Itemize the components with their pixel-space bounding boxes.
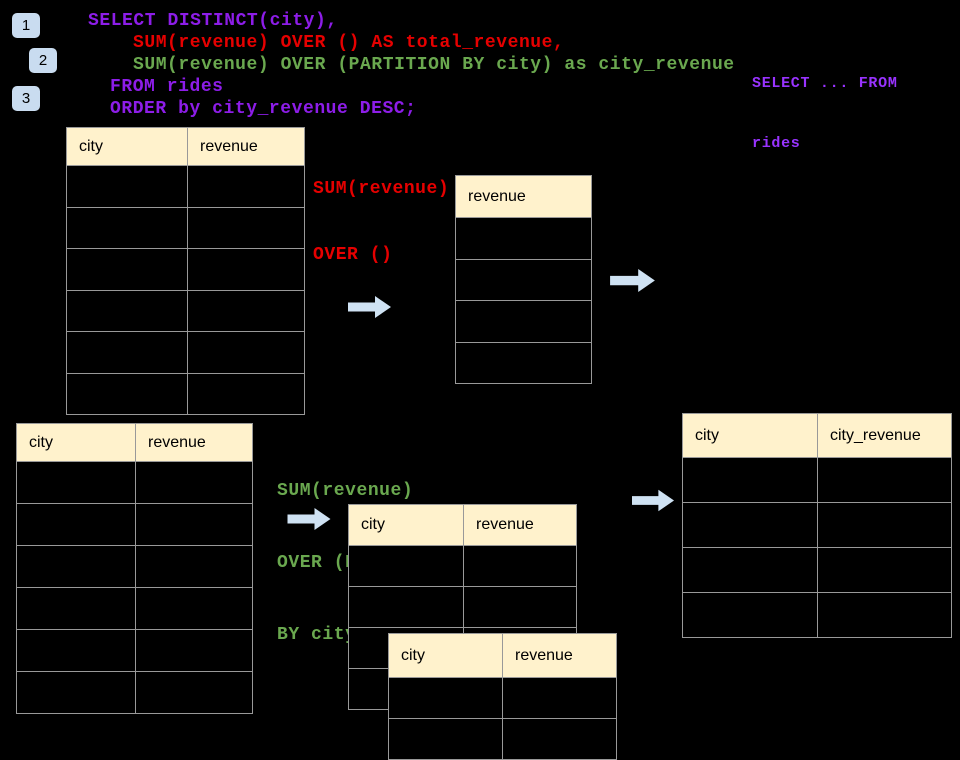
sql-code-line-5: ORDER by city_revenue DESC; [110,99,417,119]
header-cell-city: city [67,128,188,166]
side-note-line-2: rides [752,135,801,152]
header-cell-revenue: revenue [136,424,253,462]
empty-cell [683,503,818,548]
empty-cell [136,630,253,672]
table-total-revenue: revenue [455,175,592,384]
empty-cell [818,593,952,638]
empty-cell [17,630,136,672]
empty-cell [188,166,305,208]
header-cell-city: city [389,634,503,678]
side-note: SELECT ... FROM rides [752,34,898,174]
empty-cell [17,462,136,504]
empty-cell [188,249,305,291]
empty-cell [188,207,305,249]
table-city-revenue-result: city city_revenue [682,413,952,638]
arrow-total-out-icon [610,269,655,292]
arrow-source-to-partition-icon [287,508,331,530]
empty-cell [67,166,188,208]
header-label: revenue [476,516,534,533]
annotation-line: OVER () [313,245,393,265]
table-source-rides-2: city revenue [16,423,253,714]
empty-cell [67,249,188,291]
header-label: city [79,137,103,155]
empty-cell [503,678,617,719]
empty-cell [456,259,592,301]
empty-cell [67,373,188,415]
empty-cell [17,504,136,546]
header-cell-city: city [349,505,464,546]
empty-cell [456,301,592,343]
step-badge-1: 1 [12,13,40,38]
empty-cell [136,588,253,630]
empty-cell [456,218,592,260]
header-cell-revenue: revenue [456,176,592,218]
empty-cell [17,672,136,714]
header-cell-city: city [683,414,818,458]
step-badge-2: 2 [29,48,57,73]
header-label: revenue [468,187,526,205]
empty-cell [818,458,952,503]
side-note-line-1: SELECT ... FROM [752,75,898,92]
table-source-rides: city revenue [66,127,305,415]
annotation-line: SUM(revenue) [313,179,450,199]
annotation-total-revenue: SUM(revenue) OVER () [313,134,449,288]
empty-cell [464,546,577,587]
empty-cell [136,462,253,504]
empty-cell [136,672,253,714]
header-label: city_revenue [830,426,921,444]
header-label: city [401,646,425,664]
arrow-partition-to-result-icon [632,489,675,512]
arrow-source-to-total-icon [348,296,391,318]
table-partition-overlay: city revenue [388,633,617,760]
empty-cell [188,332,305,374]
sql-code-line-2: SUM(revenue) OVER () AS total_revenue, [133,33,565,53]
empty-cell [389,719,503,760]
empty-cell [456,342,592,384]
empty-cell [136,504,253,546]
header-label: city [695,426,719,444]
empty-cell [67,290,188,332]
annotation-line: SUM(revenue) [277,481,414,501]
header-cell-revenue: revenue [503,634,617,678]
empty-cell [17,588,136,630]
empty-cell [464,587,577,628]
header-cell-revenue: revenue [188,128,305,166]
header-cell-city-revenue: city_revenue [818,414,952,458]
empty-cell [67,332,188,374]
empty-cell [503,719,617,760]
header-label: city [29,433,53,451]
sql-code-line-3: SUM(revenue) OVER (PARTITION BY city) as… [133,55,735,75]
empty-cell [683,458,818,503]
sql-code-line-1: SELECT DISTINCT(city), [88,11,338,31]
header-label: revenue [148,433,206,451]
sql-code-line-4: FROM rides [110,77,224,97]
empty-cell [818,503,952,548]
header-cell-revenue: revenue [464,505,577,546]
empty-cell [349,587,464,628]
empty-cell [349,546,464,587]
empty-cell [818,548,952,593]
header-cell-city: city [17,424,136,462]
empty-cell [683,548,818,593]
empty-cell [17,546,136,588]
empty-cell [683,593,818,638]
header-label: city [361,516,385,533]
empty-cell [188,373,305,415]
step-badge-3: 3 [12,86,40,111]
empty-cell [136,546,253,588]
empty-cell [67,207,188,249]
header-label: revenue [200,137,258,155]
header-label: revenue [515,646,573,664]
empty-cell [389,678,503,719]
empty-cell [188,290,305,332]
